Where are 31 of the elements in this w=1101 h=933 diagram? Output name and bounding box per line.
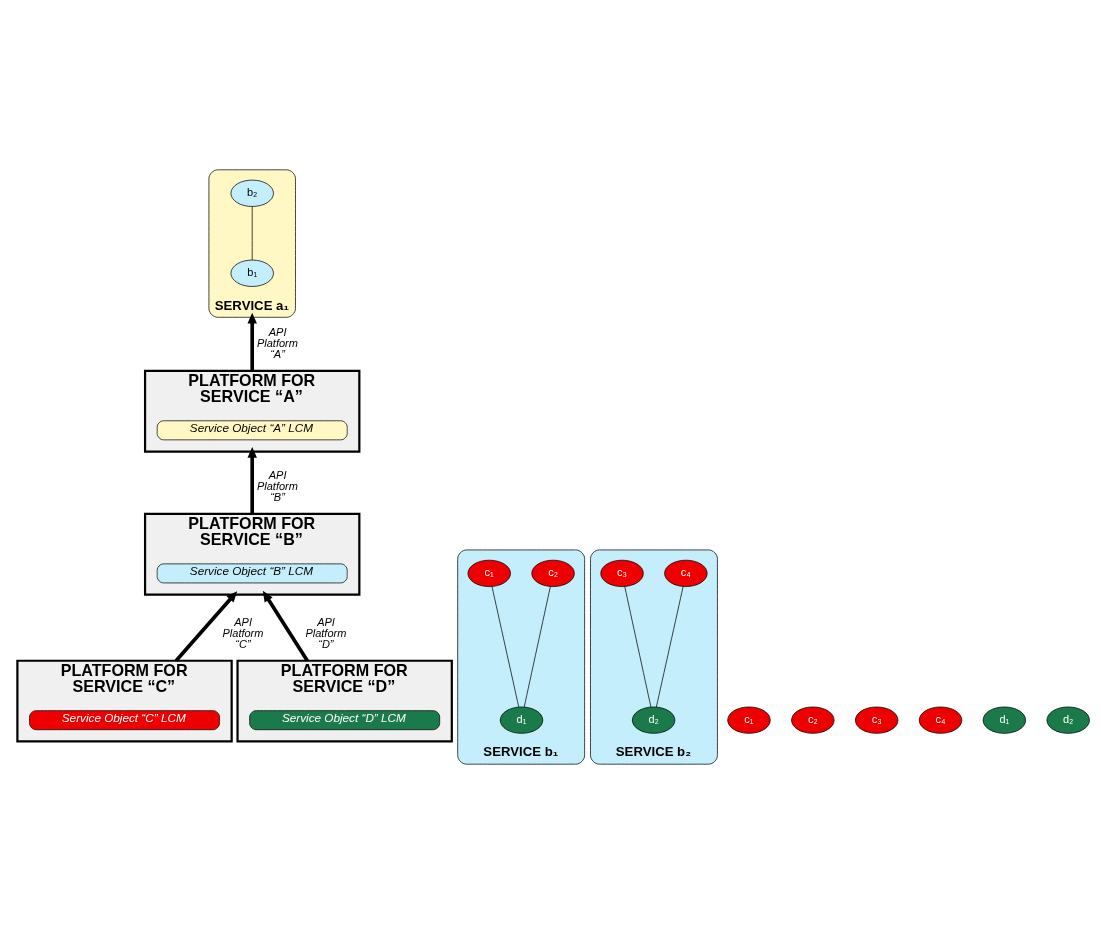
connector: [251, 205, 253, 260]
node-ellipse: b₂: [230, 179, 274, 207]
node-box: Service Object “A” LCM: [156, 419, 348, 440]
node-ellipse: c₄: [664, 559, 708, 587]
arrow: [247, 446, 257, 514]
arrow: [262, 590, 309, 662]
node-ellipse: c₁: [727, 706, 771, 734]
edge-label: API Platform “D”: [305, 615, 347, 650]
node-ellipse: c₂: [531, 559, 575, 587]
connector: [523, 585, 551, 707]
node-ellipse: b₁: [230, 259, 274, 287]
node-ellipse: d₂: [1046, 706, 1090, 734]
node-ellipse: c₂: [791, 706, 835, 734]
connector: [491, 585, 520, 707]
node-ellipse: d₁: [982, 706, 1026, 734]
node-ellipse: d₁: [499, 706, 544, 734]
connector: [624, 585, 652, 707]
edge-label: API Platform “B”: [256, 468, 298, 503]
edge-label: API Platform “A”: [256, 325, 298, 360]
connector: [656, 585, 684, 707]
node-box: Service Object “B” LCM: [156, 563, 348, 583]
node-ellipse: c₃: [600, 559, 644, 587]
node-ellipse: c₁: [467, 559, 511, 587]
node-ellipse: d₂: [631, 706, 676, 734]
edge-label: API Platform “C”: [222, 615, 264, 650]
node-ellipse: c₄: [918, 706, 963, 734]
node-ellipse: c₃: [855, 706, 899, 734]
arrow: [247, 312, 257, 371]
arrow: [174, 590, 238, 662]
node-box: Service Object “C” LCM: [29, 709, 220, 730]
node-box: Service Object “D” LCM: [249, 709, 441, 730]
